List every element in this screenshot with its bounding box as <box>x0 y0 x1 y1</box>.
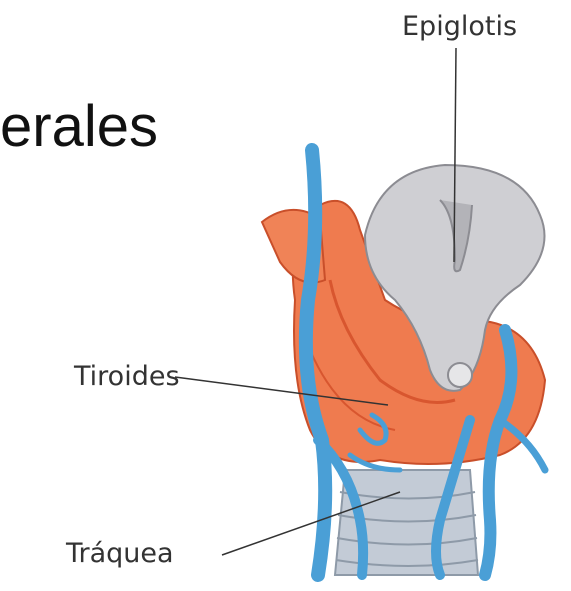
tiroides-label: Tiroides <box>74 363 180 390</box>
traquea-label: Tráquea <box>66 540 174 567</box>
epiglotis-label: Epiglotis <box>402 13 517 40</box>
